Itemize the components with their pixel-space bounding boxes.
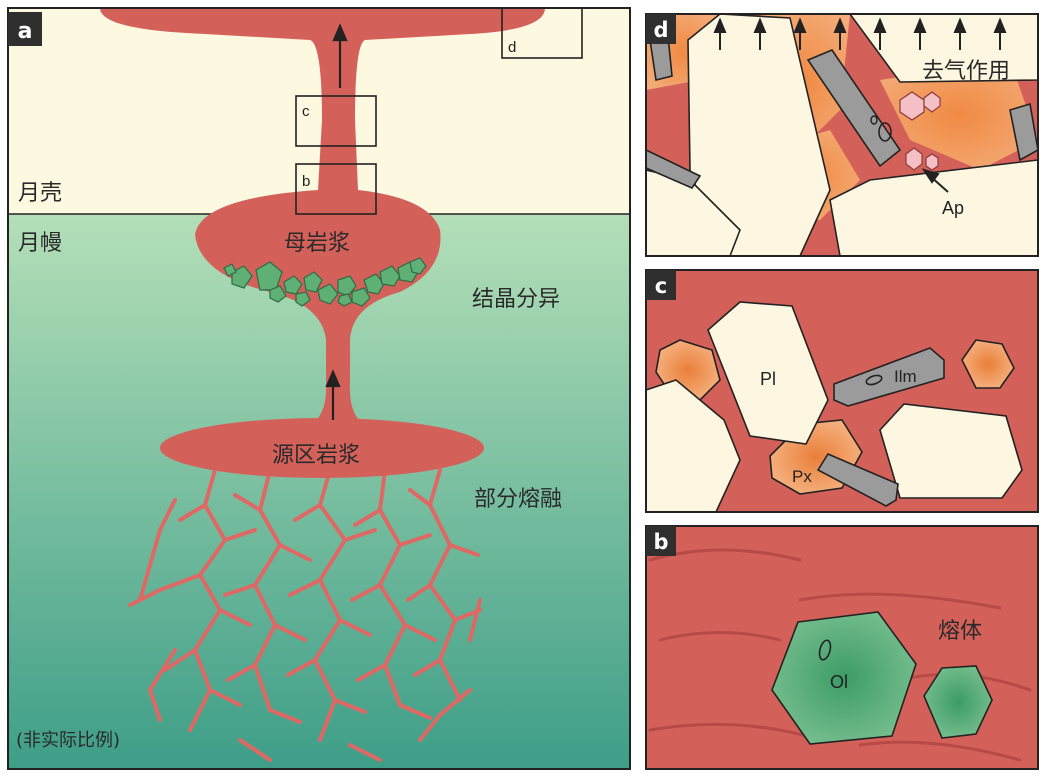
inset-label-c: c: [302, 103, 310, 120]
parent-magma-label: 母岩浆: [284, 231, 350, 256]
panel-a-letter: a: [18, 19, 33, 44]
degassing-label: 去气作用: [922, 59, 1010, 84]
panel-b-letter: b: [653, 530, 668, 554]
inset-box-d: [501, 8, 583, 59]
melt-vein-network: [128, 468, 482, 762]
panel-a-badge: [8, 12, 42, 46]
inset-label-d: d: [508, 39, 516, 56]
panel-c: Pl Ilm Px: [646, 270, 1038, 512]
panel-a: b c d 月壳 月幔 母岩浆 结晶分异 源区岩浆 部分熔融 (非实际比例): [8, 8, 630, 769]
pl-label: Pl: [760, 369, 776, 389]
inset-box-b: [295, 163, 377, 215]
fractional-crystallization-label: 结晶分异: [472, 287, 560, 312]
panel-c-badge: [646, 270, 676, 300]
ascent-arrow-upper: [332, 23, 348, 88]
ap-label: Ap: [942, 198, 964, 218]
apatite-crystals: [899, 91, 941, 171]
ilm-label: Ilm: [894, 367, 917, 386]
panel-b-badge: [646, 526, 676, 556]
scale-note: (非实际比例): [16, 730, 120, 751]
partial-melting-label: 部分熔融: [474, 487, 562, 512]
inset-label-b: b: [302, 173, 310, 190]
source-magma-label: 源区岩浆: [272, 443, 360, 468]
magma-system: [100, 8, 545, 478]
ol-label: Ol: [830, 672, 848, 692]
ap-pointer: [921, 168, 949, 193]
panel-d-letter: d: [653, 18, 668, 42]
ascent-arrow-lower: [325, 369, 341, 420]
panel-c-letter: c: [655, 274, 667, 298]
panel-d-badge: [646, 14, 676, 44]
inset-box-c: [295, 95, 377, 147]
mantle-label: 月幔: [18, 231, 62, 256]
melt-label: 熔体: [938, 619, 982, 644]
crystal-cumulate: [223, 257, 427, 307]
px-label: Px: [792, 467, 812, 486]
panel-b: Ol 熔体: [646, 526, 1038, 769]
degassing-arrows: [713, 17, 1007, 50]
panel-d: 去气作用 Ap: [646, 14, 1038, 256]
crust-label: 月壳: [18, 181, 62, 206]
